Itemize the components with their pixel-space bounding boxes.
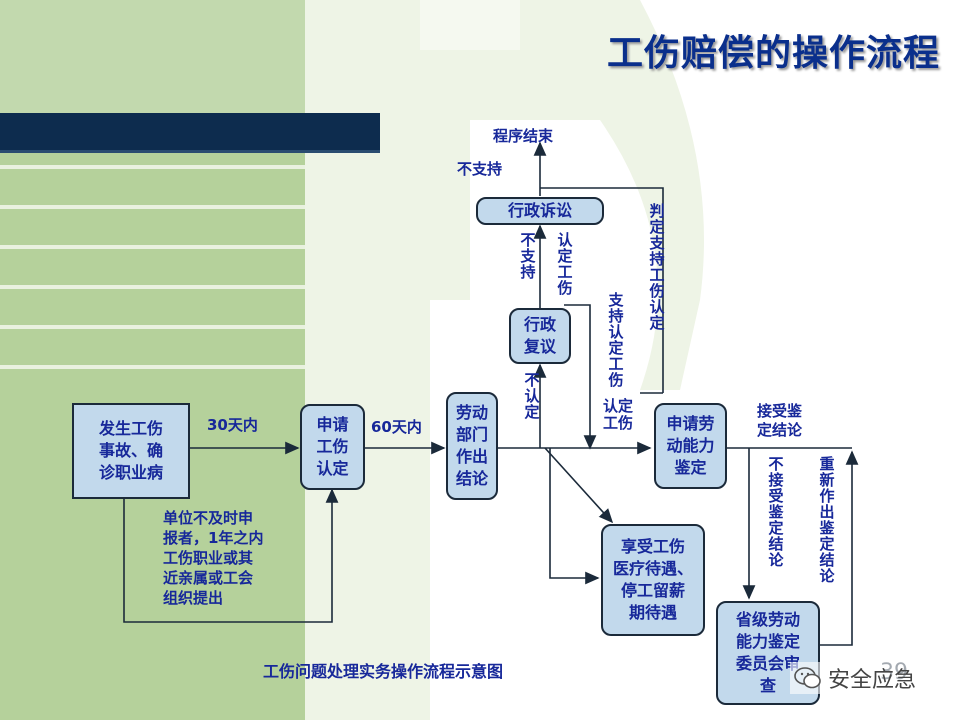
watermark-text: 安全应急 bbox=[828, 668, 917, 693]
arrow-late-report-loop bbox=[123, 488, 339, 623]
label-within-30-days: 30天内 bbox=[207, 416, 258, 434]
label-recognize-injury-2: 认定工伤 bbox=[602, 397, 633, 432]
node-labor-dept-conclusion: 劳动 部门 作出 结论 bbox=[446, 392, 498, 500]
arrow-to-benefits-diag bbox=[544, 447, 614, 524]
label-court-supports-vertical: 判定支持工伤认定 bbox=[649, 202, 665, 332]
node-enjoy-benefits: 享受工伤 医疗待遇、 停工留薪 期待遇 bbox=[601, 524, 705, 636]
label-not-accept-vertical: 不接受鉴定结论 bbox=[768, 455, 784, 569]
node-admin-litigation: 行政诉讼 bbox=[476, 197, 604, 225]
node-apply-recognition: 申请 工伤 认定 bbox=[300, 404, 365, 490]
label-accept-assessment: 接受鉴 定结论 bbox=[757, 402, 803, 439]
label-not-recognized-vertical: 不认定 bbox=[524, 371, 540, 421]
arrow-to-benefits bbox=[549, 448, 600, 585]
wechat-icon bbox=[794, 667, 821, 689]
node-accident: 发生工伤 事故、确 诊职业病 bbox=[72, 403, 190, 499]
node-apply-assessment: 申请劳 动能力 鉴定 bbox=[654, 403, 727, 489]
arrow-reassess bbox=[820, 450, 859, 646]
line-court-supports bbox=[540, 187, 664, 393]
label-not-support-vertical: 不支持 bbox=[520, 231, 536, 281]
label-support-recognize-vertical: 支持认定工伤 bbox=[608, 291, 624, 389]
arrow-review-supports bbox=[564, 304, 597, 450]
label-program-end: 程序结束 bbox=[493, 127, 554, 145]
watermark: 安全应急 bbox=[790, 662, 921, 694]
label-not-support-top: 不支持 bbox=[457, 160, 503, 178]
node-admin-review: 行政 复议 bbox=[509, 308, 571, 364]
label-recognize-injury-vertical: 认定工伤 bbox=[557, 231, 573, 297]
page-title: 工伤赔偿的操作流程 bbox=[606, 33, 940, 74]
footer-caption: 工伤问题处理实务操作流程示意图 bbox=[263, 662, 504, 681]
label-reassess-vertical: 重新作出鉴定结论 bbox=[819, 455, 835, 585]
label-employer-late-note: 单位不及时申 报者，1年之内 工伤职业或其 近亲属或工会 组织提出 bbox=[163, 509, 264, 607]
label-within-60-days: 60天内 bbox=[371, 418, 422, 436]
node-provincial-review: 省级劳动 能力鉴定 委员会审 查 bbox=[716, 601, 820, 705]
